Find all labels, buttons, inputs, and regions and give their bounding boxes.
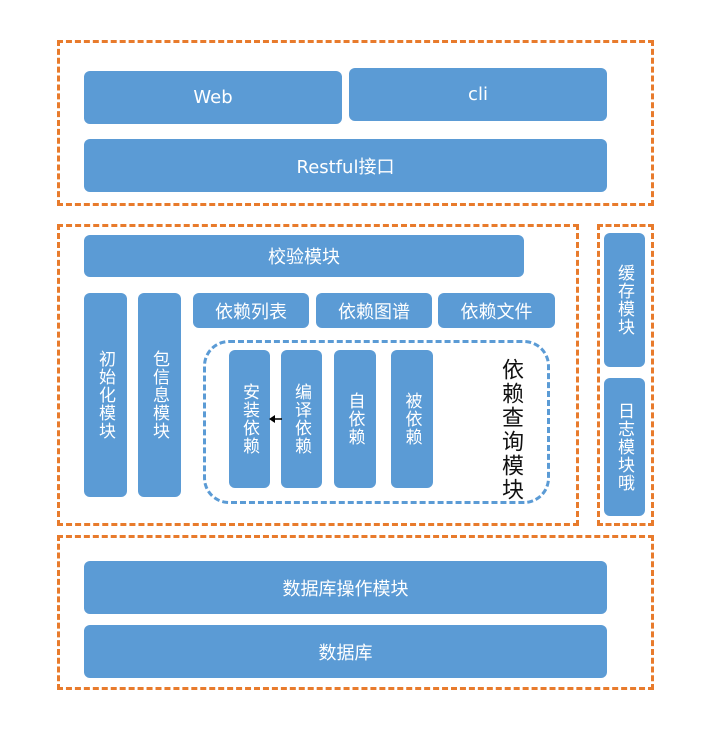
restful-block: Restful接口 [84, 139, 607, 192]
self-dep-block: 自依赖 [334, 350, 376, 488]
log-module-block: 日志模块哦 [604, 378, 645, 516]
arrow-icon [269, 415, 282, 423]
pkginfo-module-block: 包信息模块 [138, 293, 181, 497]
cache-module-block: 缓存模块 [604, 233, 645, 367]
compile-dep-block: 编译依赖 [281, 350, 322, 488]
infra-layer-group [597, 224, 654, 526]
dep-query-group [203, 340, 550, 504]
init-module-block: 初始化模块 [84, 293, 127, 497]
dependent-block: 被依赖 [391, 350, 433, 488]
business-layer-group [57, 224, 579, 526]
cli-block: cli [349, 68, 607, 121]
dep-list-block: 依赖列表 [193, 293, 309, 328]
dep-graph-block: 依赖图谱 [316, 293, 432, 328]
interface-layer-group [57, 40, 654, 206]
db-ops-block: 数据库操作模块 [84, 561, 607, 614]
db-block: 数据库 [84, 625, 607, 678]
install-dep-block: 安装依赖 [229, 350, 270, 488]
verify-module-block: 校验模块 [84, 235, 524, 277]
dep-file-block: 依赖文件 [438, 293, 555, 328]
web-block: Web [84, 71, 342, 124]
dep-query-title: 依赖查询模块 [498, 358, 523, 502]
data-layer-group [57, 535, 654, 690]
